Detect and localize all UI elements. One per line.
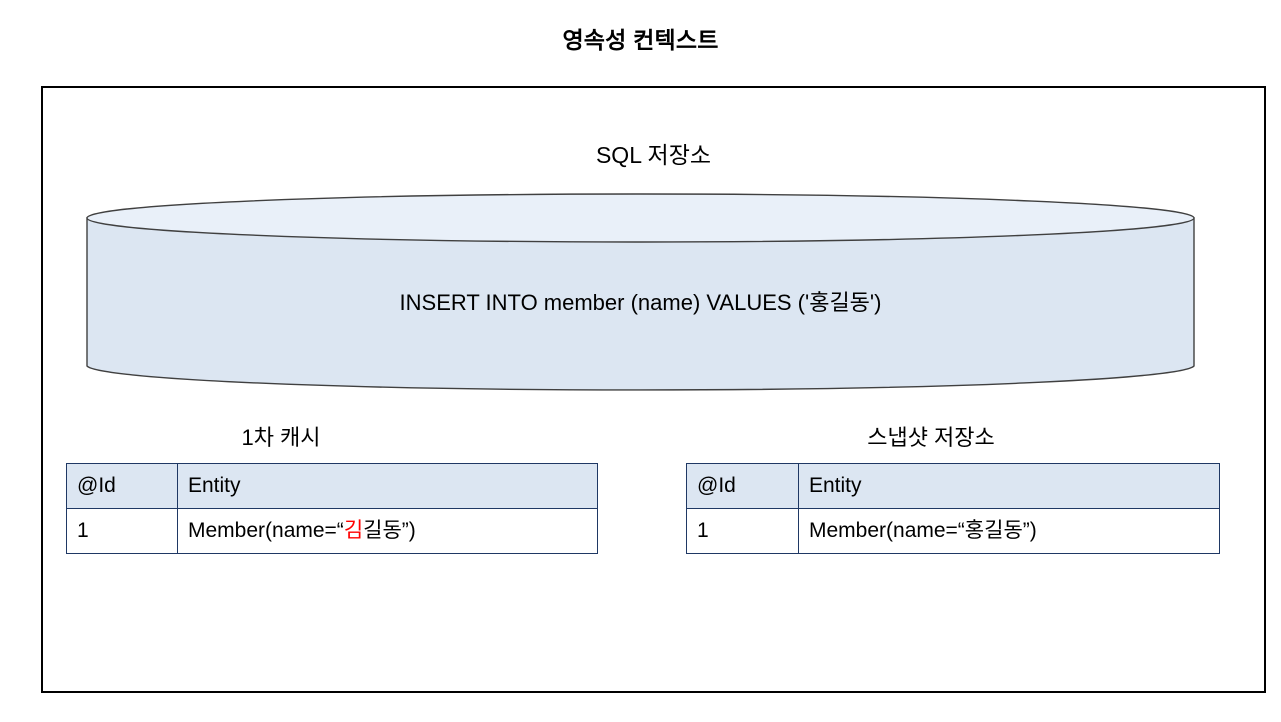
column-header-id: @Id xyxy=(686,463,799,509)
cell-id: 1 xyxy=(66,508,178,554)
entity-text-highlight: 김 xyxy=(343,518,364,542)
table-row: 1 Member(name=“김길동”) xyxy=(66,508,598,554)
column-header-id: @Id xyxy=(66,463,178,509)
cylinder-shape-icon xyxy=(86,193,1195,391)
entity-text-suffix: 길동”) xyxy=(363,518,416,542)
column-header-entity: Entity xyxy=(177,463,598,509)
cylinder-top-ellipse xyxy=(86,193,1195,243)
first-level-cache-caption: 1차 캐시 xyxy=(241,425,321,450)
sql-store-cylinder: INSERT INTO member (name) VALUES ('홍길동') xyxy=(86,193,1195,391)
sql-store-label: SQL 저장소 xyxy=(595,142,712,168)
first-level-cache-table: @Id Entity 1 Member(name=“김길동”) xyxy=(66,463,598,554)
cell-entity: Member(name=“홍길동”) xyxy=(798,508,1220,554)
table-row: 1 Member(name=“홍길동”) xyxy=(686,508,1220,554)
snapshot-store-table: @Id Entity 1 Member(name=“홍길동”) xyxy=(686,463,1220,554)
table-header-row: @Id Entity xyxy=(66,463,598,509)
column-header-entity: Entity xyxy=(798,463,1220,509)
sql-statement-text: INSERT INTO member (name) VALUES ('홍길동') xyxy=(399,290,882,315)
snapshot-store-caption: 스냅샷 저장소 xyxy=(867,425,995,450)
cylinder-body xyxy=(86,217,1195,391)
cell-id: 1 xyxy=(686,508,799,554)
entity-text-prefix: Member(name=“ xyxy=(188,518,344,542)
cell-entity: Member(name=“김길동”) xyxy=(177,508,598,554)
table-header-row: @Id Entity xyxy=(686,463,1220,509)
page-title: 영속성 컨텍스트 xyxy=(562,27,719,53)
